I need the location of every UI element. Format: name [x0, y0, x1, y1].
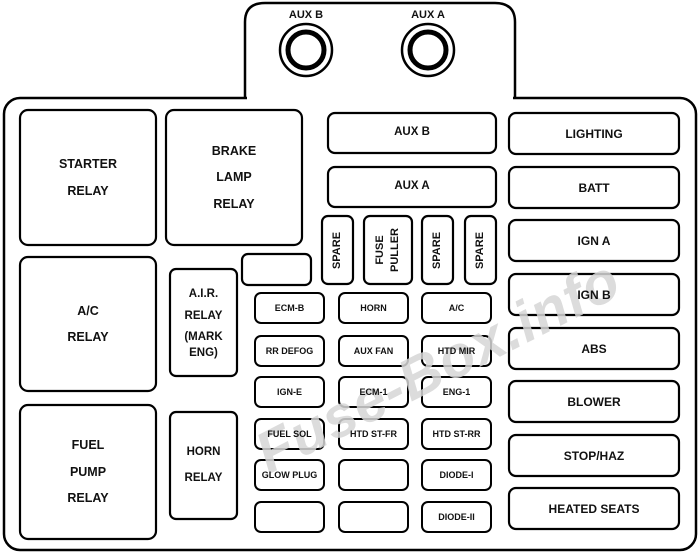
spare-slot-1: SPARE [322, 216, 353, 284]
fuse-abs: ABS [581, 341, 607, 356]
fuse-blower: BLOWER [567, 394, 621, 409]
horn-relay: HORN RELAY [170, 412, 237, 519]
aux-a-terminal [400, 22, 456, 78]
fuse-htd-st-rr: HTD ST-RR [432, 428, 481, 439]
brake-lamp-relay-line-3: RELAY [213, 196, 255, 211]
fuse-blank-5-2 [339, 460, 408, 490]
fuse-rr-defog: RR DEFOG [265, 345, 314, 356]
fuse-eng-1: ENG-1 [442, 386, 471, 397]
spare-slot-2-label: SPARE [431, 231, 443, 269]
fuse-horn: HORN [360, 302, 387, 313]
fuse-puller-line-2: PULLER [389, 228, 401, 272]
fuse-puller-line-1: FUSE [374, 235, 386, 265]
aux-b-terminal [278, 22, 334, 78]
fuse-heated-seats: HEATED SEATS [548, 501, 640, 516]
fuse-ecm-b: ECM-B [274, 302, 305, 313]
aux-a-terminal-label: AUX A [411, 8, 445, 21]
spare-slot-3: SPARE [465, 216, 496, 284]
starter-relay-line-1: STARTER [58, 157, 118, 171]
fuse-ign-a: IGN A [577, 233, 611, 248]
ac-relay: A/C RELAY [20, 257, 156, 391]
spare-slot-2: SPARE [422, 216, 453, 284]
fuse-batt: BATT [578, 180, 610, 195]
fuel-pump-relay-line-3: RELAY [67, 491, 109, 506]
fuse-lighting: LIGHTING [565, 126, 623, 141]
air-relay: A.I.R. RELAY (MARK ENG) [170, 269, 237, 376]
air-relay-line-3: (MARK [184, 331, 223, 343]
fuse-diode-i: DIODE-I [439, 469, 474, 480]
ac-relay-line-2: RELAY [67, 330, 109, 344]
fuse-puller: FUSE PULLER [364, 216, 412, 284]
fuse-ign-b: IGN B [577, 287, 611, 302]
air-relay-line-4: ENG) [189, 346, 218, 359]
horn-relay-line-1: HORN [186, 446, 221, 458]
fuse-blank-6-1 [255, 502, 324, 532]
brake-lamp-relay-line-1: BRAKE [211, 143, 257, 158]
starter-relay: STARTER RELAY [20, 110, 156, 245]
aux-a-fuse: AUX A [394, 180, 430, 193]
fuse-blank-6-2 [339, 502, 408, 532]
fuel-pump-relay-line-2: PUMP [69, 464, 107, 479]
aux-b-fuse: AUX B [394, 126, 430, 139]
spare-slot-1-label: SPARE [331, 231, 343, 269]
fuse-glow-plug: GLOW PLUG [261, 469, 318, 480]
air-relay-line-2: RELAY [184, 309, 223, 322]
fuse-aux-fan: AUX FAN [353, 345, 394, 356]
fuse-fuel-sol: FUEL SOL [267, 428, 312, 439]
fuse-htd-mir: HTD MIR [437, 345, 476, 356]
fuel-pump-relay: FUEL PUMP RELAY [20, 405, 156, 539]
fuse-diode-ii: DIODE-II [438, 511, 475, 522]
horn-relay-line-2: RELAY [184, 471, 223, 484]
aux-b-terminal-label: AUX B [288, 8, 324, 21]
fuse-ign-e: IGN-E [276, 386, 302, 397]
fuse-ac: A/C [448, 302, 465, 313]
brake-lamp-relay-line-2: LAMP [216, 170, 252, 185]
air-relay-line-1: A.I.R. [188, 288, 219, 300]
fuse-htd-st-fr: HTD ST-FR [350, 428, 397, 439]
spare-slot-3-label: SPARE [474, 231, 486, 269]
fuel-pump-relay-line-1: FUEL [71, 438, 105, 453]
fuse-ecm-1: ECM-1 [359, 386, 388, 397]
brake-lamp-relay: BRAKE LAMP RELAY [166, 110, 302, 245]
fuse-stop-haz: STOP/HAZ [563, 448, 625, 463]
starter-relay-line-2: RELAY [67, 183, 109, 198]
ac-relay-line-1: A/C [77, 303, 99, 318]
